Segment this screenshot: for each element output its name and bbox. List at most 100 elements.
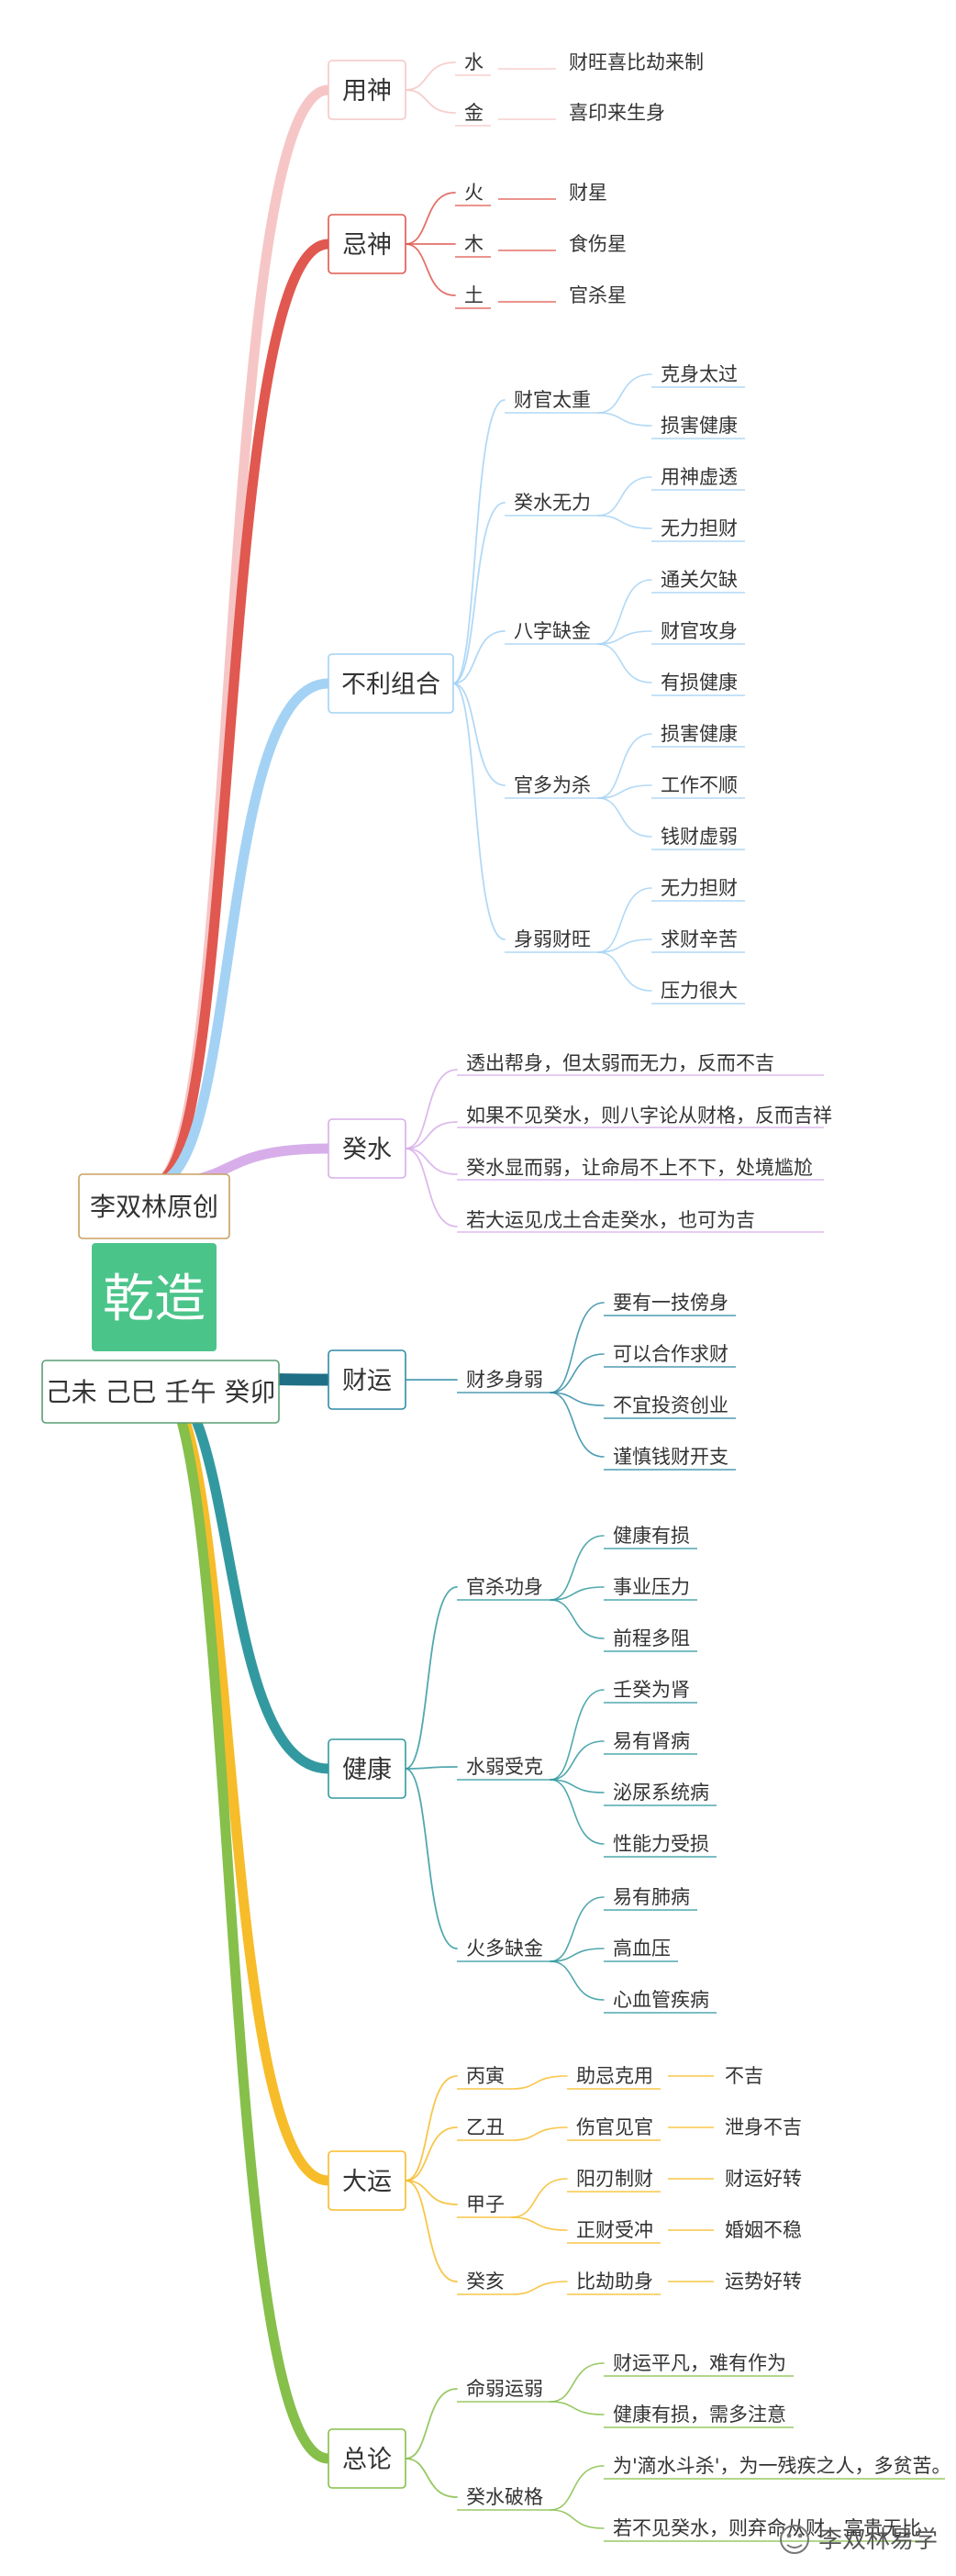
connector-lines [148,61,945,2542]
leaf-connector [550,1740,605,1781]
leaf-connector [405,1069,458,1149]
leaf-text: 若不见癸水，则弃命从财，富贵无比 [613,2517,921,2539]
branch-label: 癸水 [342,1136,392,1164]
leaf-text: 财星 [569,182,607,204]
leaf-connector [597,643,652,683]
leaf-text: 食伤星 [569,233,627,255]
leaf-text: 不宜投资创业 [613,1394,728,1416]
leaf-connector [550,1948,605,1962]
leaf-text: 财运平凡，难有作为 [613,2352,786,2374]
watermark: 李双林易学 [780,2525,938,2554]
sub-topic-label: 比劫助身 [576,2271,653,2293]
leaf-connector [550,1779,605,1845]
leaf-connector [405,1148,458,1227]
sub-topic-label: 水弱受克 [466,1756,543,1778]
leaf-text: 前程多阻 [613,1627,690,1649]
sub-topic-label: 癸水破格 [466,2486,543,2508]
sub-connector [405,192,456,245]
leaf-connector [550,1302,605,1393]
central-topic[interactable]: 乾造 [92,1243,217,1351]
leaf-connector [550,1779,605,1793]
branch-node-2[interactable]: 不利组合 [328,653,454,714]
leaf-connector [597,412,652,427]
branch-node-3[interactable]: 癸水 [328,1118,406,1179]
sub-topic-label: 助忌克用 [576,2065,653,2087]
sub-connector [452,502,506,684]
leaf-text: 癸水显而弱，让命局不上不下，处境尴尬 [466,1157,813,1179]
bazi-chart-node[interactable]: 己未 己巳 壬午 癸卯 [41,1360,280,1424]
leaf-text: 运势好转 [725,2271,802,2293]
sub-topic-label: 官杀功身 [466,1576,543,1598]
leaf-text: 损害健康 [661,415,738,437]
watermark-text: 李双林易学 [818,2526,938,2554]
sub-topic-label: 火多缺金 [466,1938,543,1960]
sub-connector [405,2075,458,2182]
leaf-text: 泌尿系统病 [613,1782,709,1804]
author-label: 李双林原创 [90,1192,218,1222]
sub-connector [405,89,456,114]
branch-node-6[interactable]: 大运 [328,2150,406,2211]
sub-topic-label: 官多为杀 [514,774,591,796]
leaf-connector [597,515,652,529]
branch-label: 不利组合 [341,671,440,699]
leaf-connector [550,1896,605,1962]
sub-topic-label: 癸亥 [466,2271,505,2293]
leaf-text: 泄身不吉 [725,2116,802,2138]
sub-topic-label: 财多身弱 [466,1369,543,1391]
sub-topic-label: 金 [464,102,484,124]
leaf-text: 若大运见戊土合走癸水，也可为吉 [466,1209,755,1231]
sub-topic-label: 命弱运弱 [466,2378,543,2400]
leaf-text: 事业压力 [613,1576,690,1598]
sub-connector [452,630,506,684]
leaf-connector [405,1148,458,1175]
leaf-text: 可以合作求财 [613,1343,728,1365]
leaf-connector [550,1535,605,1601]
sub-topic-label: 八字缺金 [514,620,591,642]
leaf-connector [550,1586,605,1601]
branch-node-4[interactable]: 财运 [328,1349,406,1410]
leaf-connector [550,1353,605,1393]
node-layer: 用神水财旺喜比劫来制金喜印来生身忌神火财星木食伤星土官杀星不利组合财官太重克身太… [328,51,951,2539]
leaf-text: 通关欠缺 [661,569,738,591]
sub-connector [405,2126,458,2182]
leaf-connector [597,887,652,953]
main-branch-line [149,678,334,1189]
leaf-text: 损害健康 [661,723,738,745]
sub-topic-label: 阳刃制财 [576,2168,653,2190]
leaf-connector [550,1960,605,2001]
sub-connector [405,2180,458,2205]
branch-node-0[interactable]: 用神 [328,60,406,120]
leaf-text: 高血压 [613,1938,671,1960]
leaf-text: 压力很大 [661,980,738,1002]
leaf-connector [597,951,652,992]
leaf-text: 用神虚透 [661,466,738,488]
branch-label: 忌神 [342,231,392,260]
leaf-text: 健康有损，需多注意 [613,2404,786,2426]
leaf-text: 官杀星 [569,284,627,306]
leaf-text: 易有肾病 [613,1730,690,1752]
leaf-connector [597,797,652,838]
leaf-text: 心血管疾病 [613,1989,709,2011]
leaf-connector [550,1599,605,1639]
leaf-connector [597,579,652,645]
branch-node-5[interactable]: 健康 [328,1738,406,1799]
author-node[interactable]: 李双林原创 [78,1173,230,1239]
sub-topic-label: 甲子 [466,2193,505,2215]
leaf-text: 克身太过 [661,363,738,385]
sub-connector [405,243,456,296]
leaf-connector [550,2401,605,2415]
branch-node-1[interactable]: 忌神 [328,214,406,274]
leaf-text: 无力担财 [661,517,738,539]
sub-connector [405,2180,458,2282]
leaf-text: 工作不顺 [661,774,738,796]
leaf-text: 财官攻身 [661,620,738,642]
sub-connector [405,1766,458,1770]
leaf-text: 如果不见癸水，则八字论从财格，反而吉祥 [466,1105,832,1127]
leaf-connector [597,373,652,414]
branch-node-7[interactable]: 总论 [328,2428,406,2489]
leaf-connector [405,1121,458,1149]
sub-topic-label: 财官太重 [514,389,591,411]
sub-connector [405,1586,458,1770]
sub-topic-label: 丙寅 [466,2065,505,2087]
leaf-text: 要有一技傍身 [613,1292,728,1314]
